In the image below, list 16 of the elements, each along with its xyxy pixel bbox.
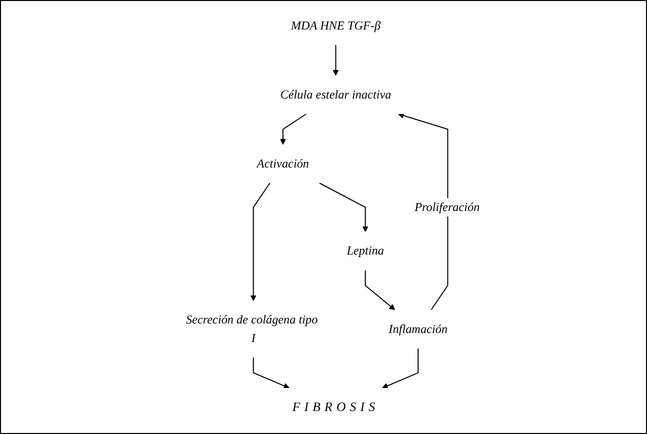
arrow [250, 182, 270, 301]
arrow [280, 114, 306, 145]
arrow [252, 358, 290, 389]
node-text: Célula estelar inactiva [280, 88, 391, 102]
node-text: FIBROSIS [292, 400, 379, 414]
node-text: MDA HNE TGF-β [290, 18, 380, 32]
arrow [398, 112, 448, 310]
arrow [364, 270, 395, 310]
edge-label: Proliferación [414, 200, 480, 214]
node-text: Inflamación [388, 322, 448, 336]
node-text: Activación [256, 156, 309, 170]
node-text: Secreción de colágena tipo I [186, 312, 318, 345]
arrow [318, 182, 368, 232]
arrow [332, 44, 338, 76]
arrow [382, 348, 418, 389]
node-text: Leptina [346, 244, 384, 258]
